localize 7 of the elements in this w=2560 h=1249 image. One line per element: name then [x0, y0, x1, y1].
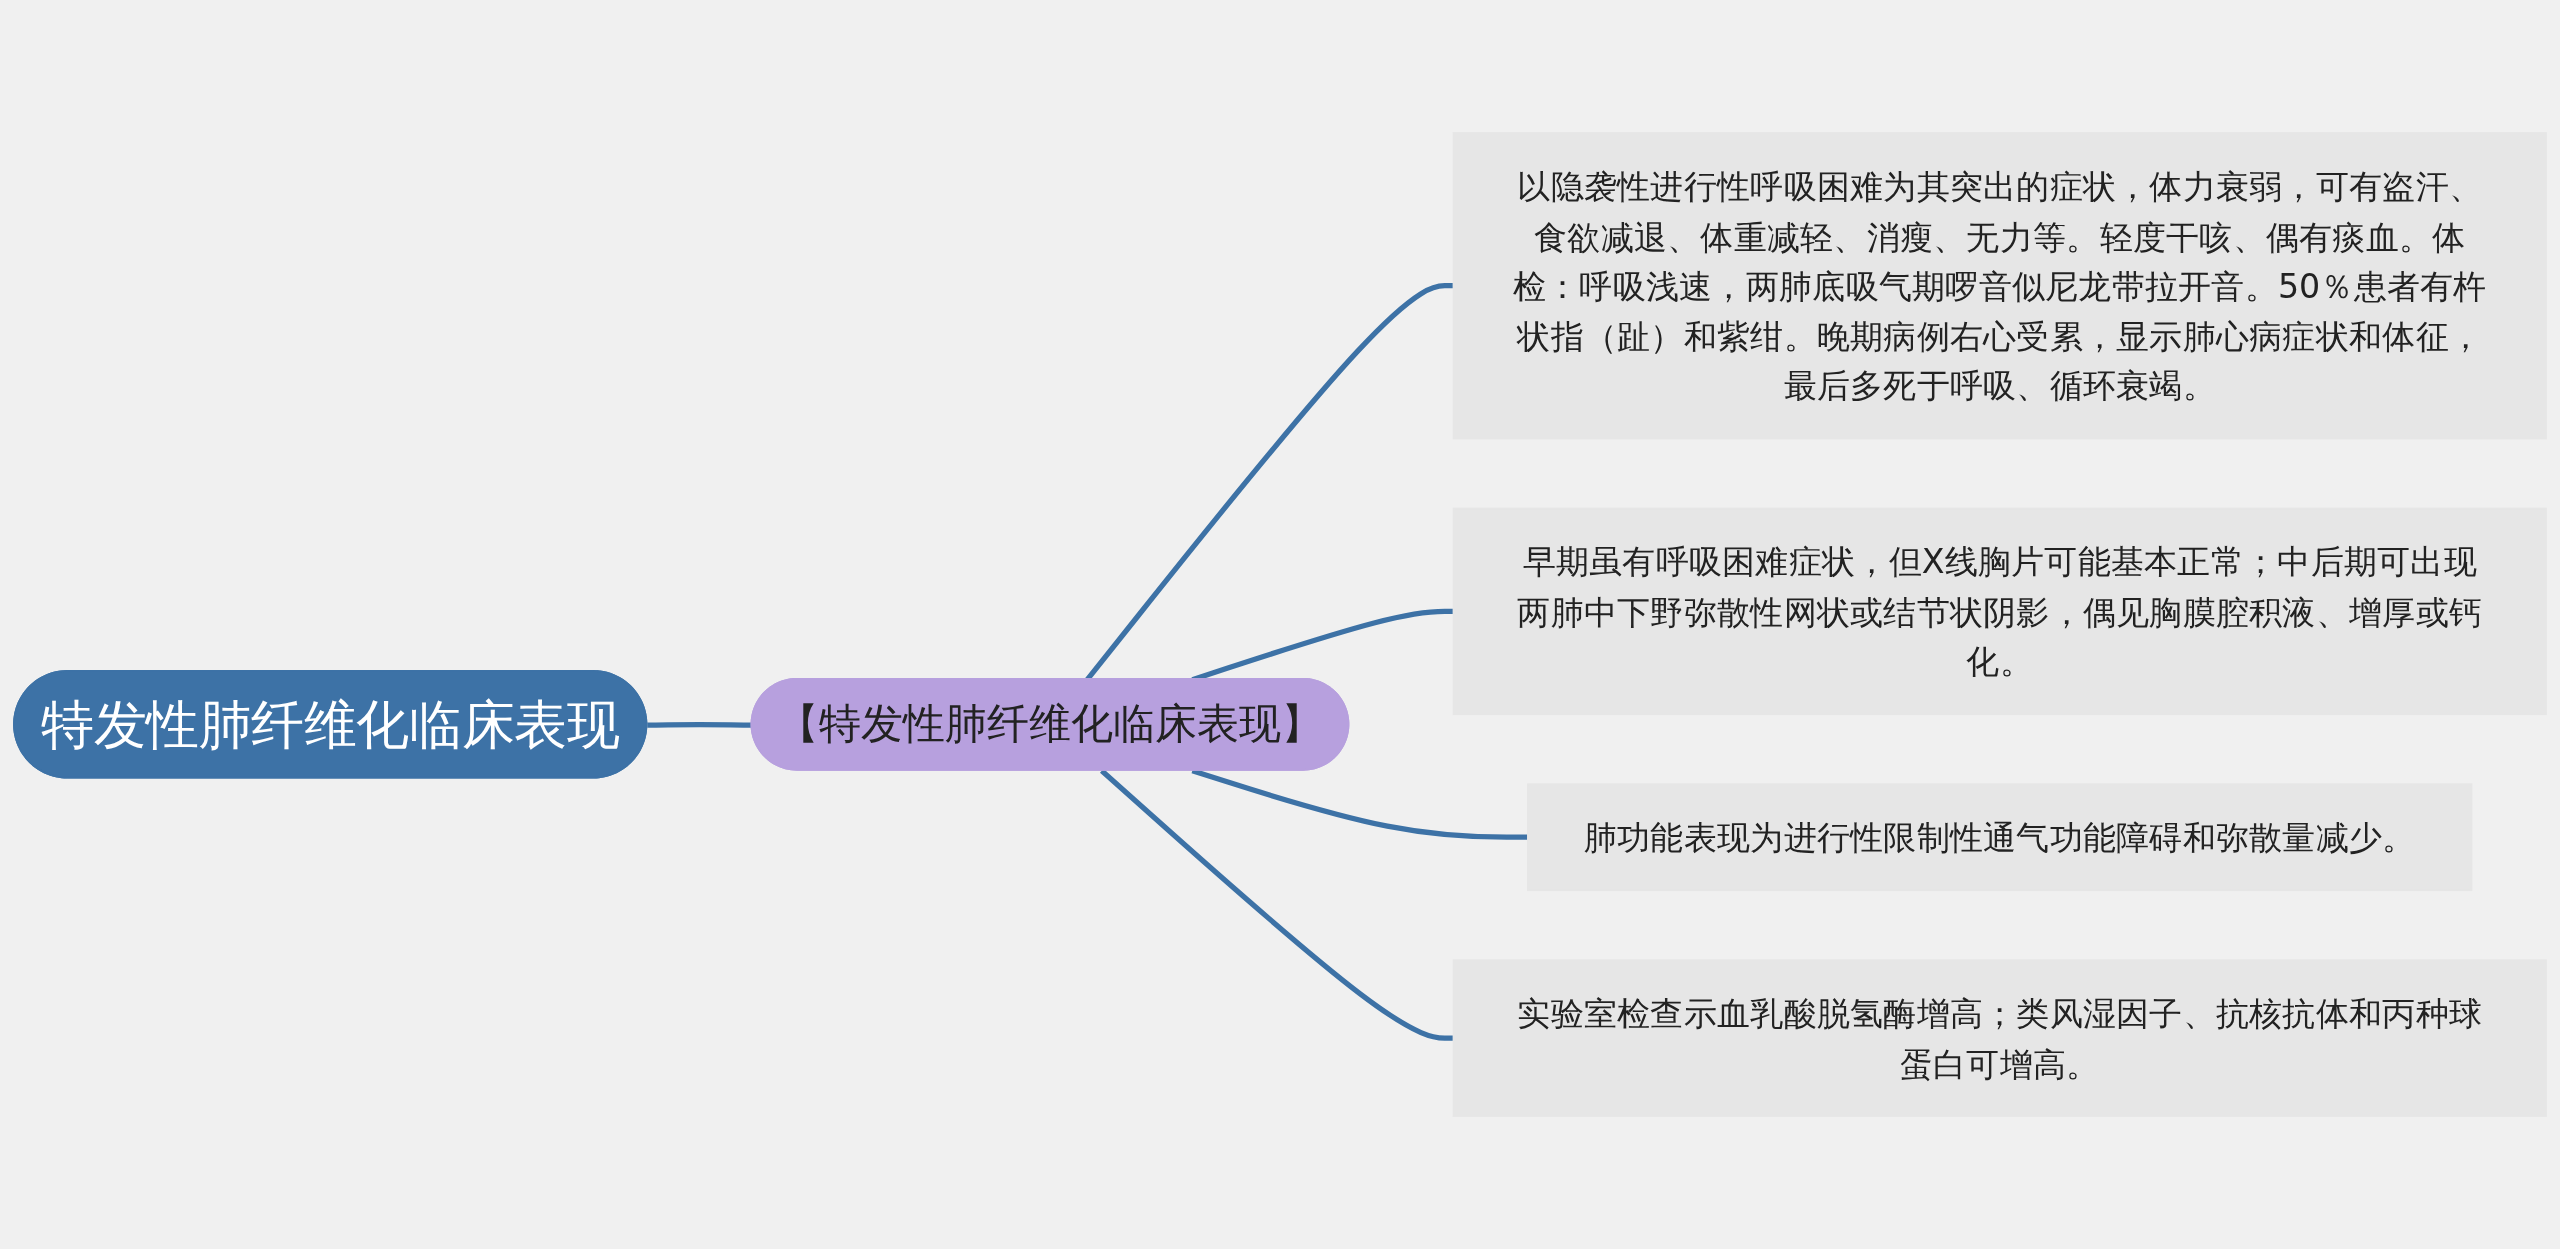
connector	[647, 721, 753, 728]
connector	[1191, 768, 1528, 840]
node-box: 早期虽有呼吸困难症状，但X线胸片可能基本正常；中后期可出现两肺中下野弥散性网状或结节状阴影，偶见胸膜腔积液、增厚或钙化。	[1452, 507, 2547, 716]
node-box: 以隐袭性进行性呼吸困难为其突出的症状，体力衰弱，可有盗汗、食欲减退、体重减轻、消瘦、无力等。轻度干咳、偶有痰血。体检：呼吸浅速，两肺底吸气期啰音似尼龙带拉开音。50％患者有杵状指（趾）和紫绀。晚期病例右心受累，显示肺心病症状和体征，最后多死于呼吸、循环衰竭。	[1452, 132, 2547, 440]
connector	[1100, 768, 1454, 1041]
node-box: 实验室检查示血乳酸脱氢酶增高；类风湿因子、抗核抗体和丙种球蛋白可增高。	[1452, 959, 2547, 1117]
node-box: 肺功能表现为进行性限制性通气功能障碍和弥散量减少。	[1527, 783, 2473, 892]
